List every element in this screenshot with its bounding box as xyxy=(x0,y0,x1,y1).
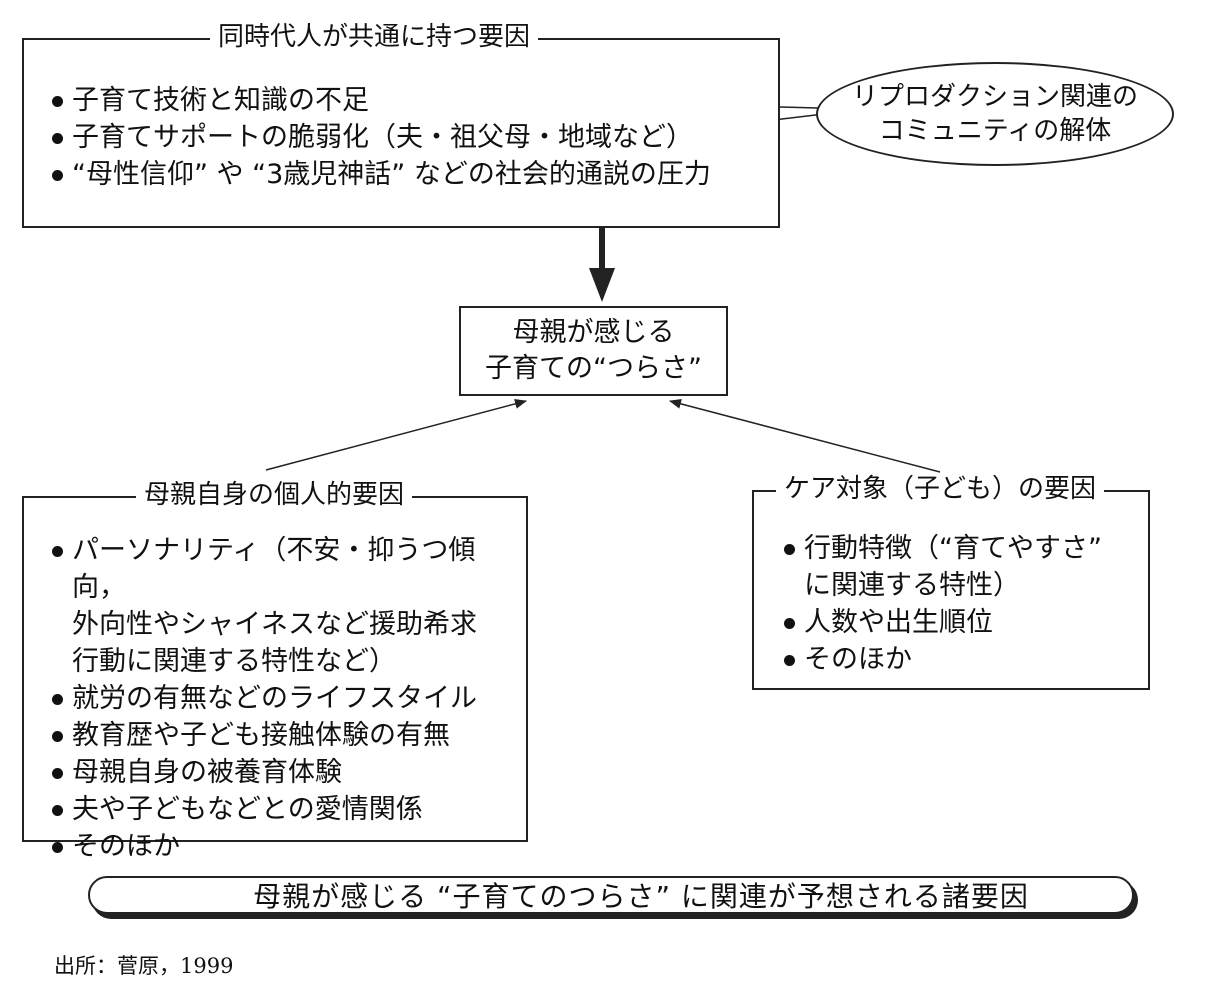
arrow-top-to-center-head xyxy=(589,268,615,302)
top-factor-box: 同時代人が共通に持つ要因 子育て技術と知識の不足 子育てサポートの脆弱化（夫・祖… xyxy=(22,22,780,228)
left-factor-box: 母親自身の個人的要因 パーソナリティ（不安・抑うつ傾向， 外向性やシャイネスなど… xyxy=(22,480,528,862)
figure-caption: 母親が感じる “子育てのつらさ” に関連が予想される諸要因 xyxy=(88,876,1134,914)
caption-text: 母親が感じる “子育てのつらさ” に関連が予想される諸要因 xyxy=(253,880,1029,913)
left-item: そのほか xyxy=(50,828,526,865)
top-item: 子育てサポートの脆弱化（夫・祖父母・地域など） xyxy=(50,119,711,156)
community-ellipse: リプロダクション関連の コミュニティの解体 xyxy=(816,62,1174,166)
arrow-right-to-center xyxy=(669,398,941,473)
top-box-title: 同時代人が共通に持つ要因 xyxy=(210,22,539,52)
left-item: 夫や子どもなどとの愛情関係 xyxy=(50,791,526,828)
source-note: 出所：菅原，1999 xyxy=(54,954,234,978)
arrow-left-to-center xyxy=(265,398,527,471)
right-item: そのほか xyxy=(782,641,1102,678)
right-box-list: 行動特徴（“育てやすさ” に関連する特性） 人数や出生順位 そのほか xyxy=(782,530,1102,678)
ellipse-text: リプロダクション関連の コミュニティの解体 xyxy=(851,82,1138,146)
top-item: “母性信仰” や “3歳児神話” などの社会的通説の圧力 xyxy=(50,156,711,193)
left-item: 就労の有無などのライフスタイル xyxy=(50,680,526,717)
right-factor-box: ケア対象（子ども）の要因 行動特徴（“育てやすさ” に関連する特性） 人数や出生… xyxy=(752,474,1150,690)
top-box-list: 子育て技術と知識の不足 子育てサポートの脆弱化（夫・祖父母・地域など） “母性信… xyxy=(50,82,711,193)
left-item: 教育歴や子ども接触体験の有無 xyxy=(50,717,526,754)
right-box-title: ケア対象（子ども）の要因 xyxy=(776,474,1105,504)
center-text: 母親が感じる 子育ての“つらさ” xyxy=(485,317,702,384)
left-item: 母親自身の被養育体験 xyxy=(50,754,526,791)
top-item: 子育て技術と知識の不足 xyxy=(50,82,711,119)
left-box-title: 母親自身の個人的要因 xyxy=(136,480,413,510)
left-item: パーソナリティ（不安・抑うつ傾向， 外向性やシャイネスなど援助希求 行動に関連す… xyxy=(50,532,526,680)
right-item: 人数や出生順位 xyxy=(782,604,1102,641)
center-box: 母親が感じる 子育ての“つらさ” xyxy=(459,306,728,396)
left-box-list: パーソナリティ（不安・抑うつ傾向， 外向性やシャイネスなど援助希求 行動に関連す… xyxy=(50,532,526,865)
right-item: 行動特徴（“育てやすさ” に関連する特性） xyxy=(782,530,1102,604)
